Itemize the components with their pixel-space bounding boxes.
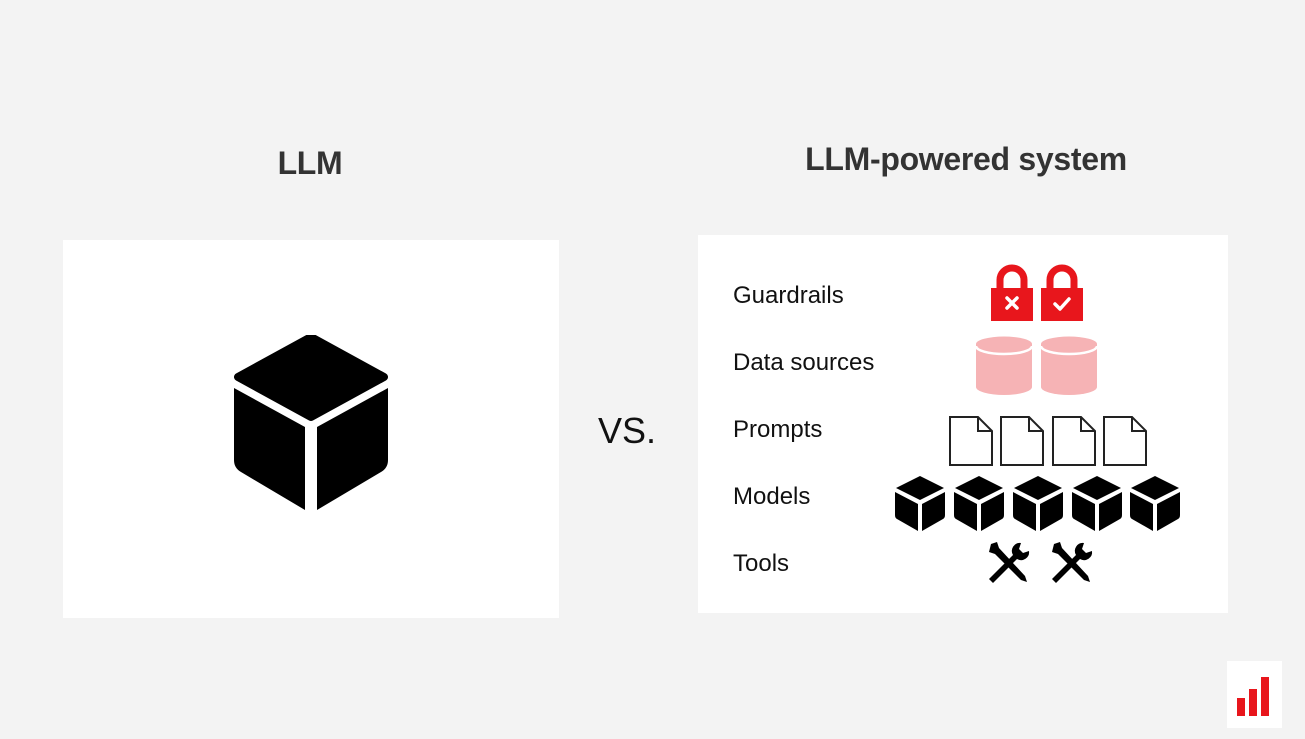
database-icon bbox=[974, 336, 1034, 395]
row-label-guardrails: Guardrails bbox=[733, 282, 844, 309]
bar-chart-logo-icon bbox=[1237, 677, 1269, 716]
lock-check-icon bbox=[1041, 264, 1083, 321]
document-icon bbox=[1103, 416, 1147, 466]
document-icon bbox=[949, 416, 993, 466]
cube-icon bbox=[1072, 476, 1122, 531]
llm-heading: LLM bbox=[277, 145, 343, 181]
wrench-screwdriver-icon bbox=[989, 542, 1030, 583]
row-label-prompts: Prompts bbox=[733, 416, 823, 443]
cube-icon bbox=[234, 335, 388, 510]
cube-icon bbox=[1130, 476, 1180, 531]
document-icon bbox=[1052, 416, 1096, 466]
llm-system-heading: LLM-powered system bbox=[805, 141, 1127, 177]
llm-panel bbox=[63, 240, 559, 618]
bar-chart-logo bbox=[1227, 661, 1282, 728]
row-label-data-sources: Data sources bbox=[733, 349, 875, 376]
cube-icon bbox=[895, 476, 945, 531]
lock-x-icon bbox=[991, 264, 1033, 321]
cube-icon bbox=[1013, 476, 1063, 531]
vs-label: VS. bbox=[598, 410, 657, 451]
row-label-models: Models bbox=[733, 483, 811, 510]
row-label-tools: Tools bbox=[733, 550, 790, 577]
wrench-screwdriver-icon bbox=[1052, 542, 1093, 583]
database-icon bbox=[1039, 336, 1099, 395]
document-icon bbox=[1000, 416, 1044, 466]
llm-system-panel: Guardrails Data sources Prompts Models T… bbox=[698, 235, 1228, 613]
cube-icon bbox=[954, 476, 1004, 531]
